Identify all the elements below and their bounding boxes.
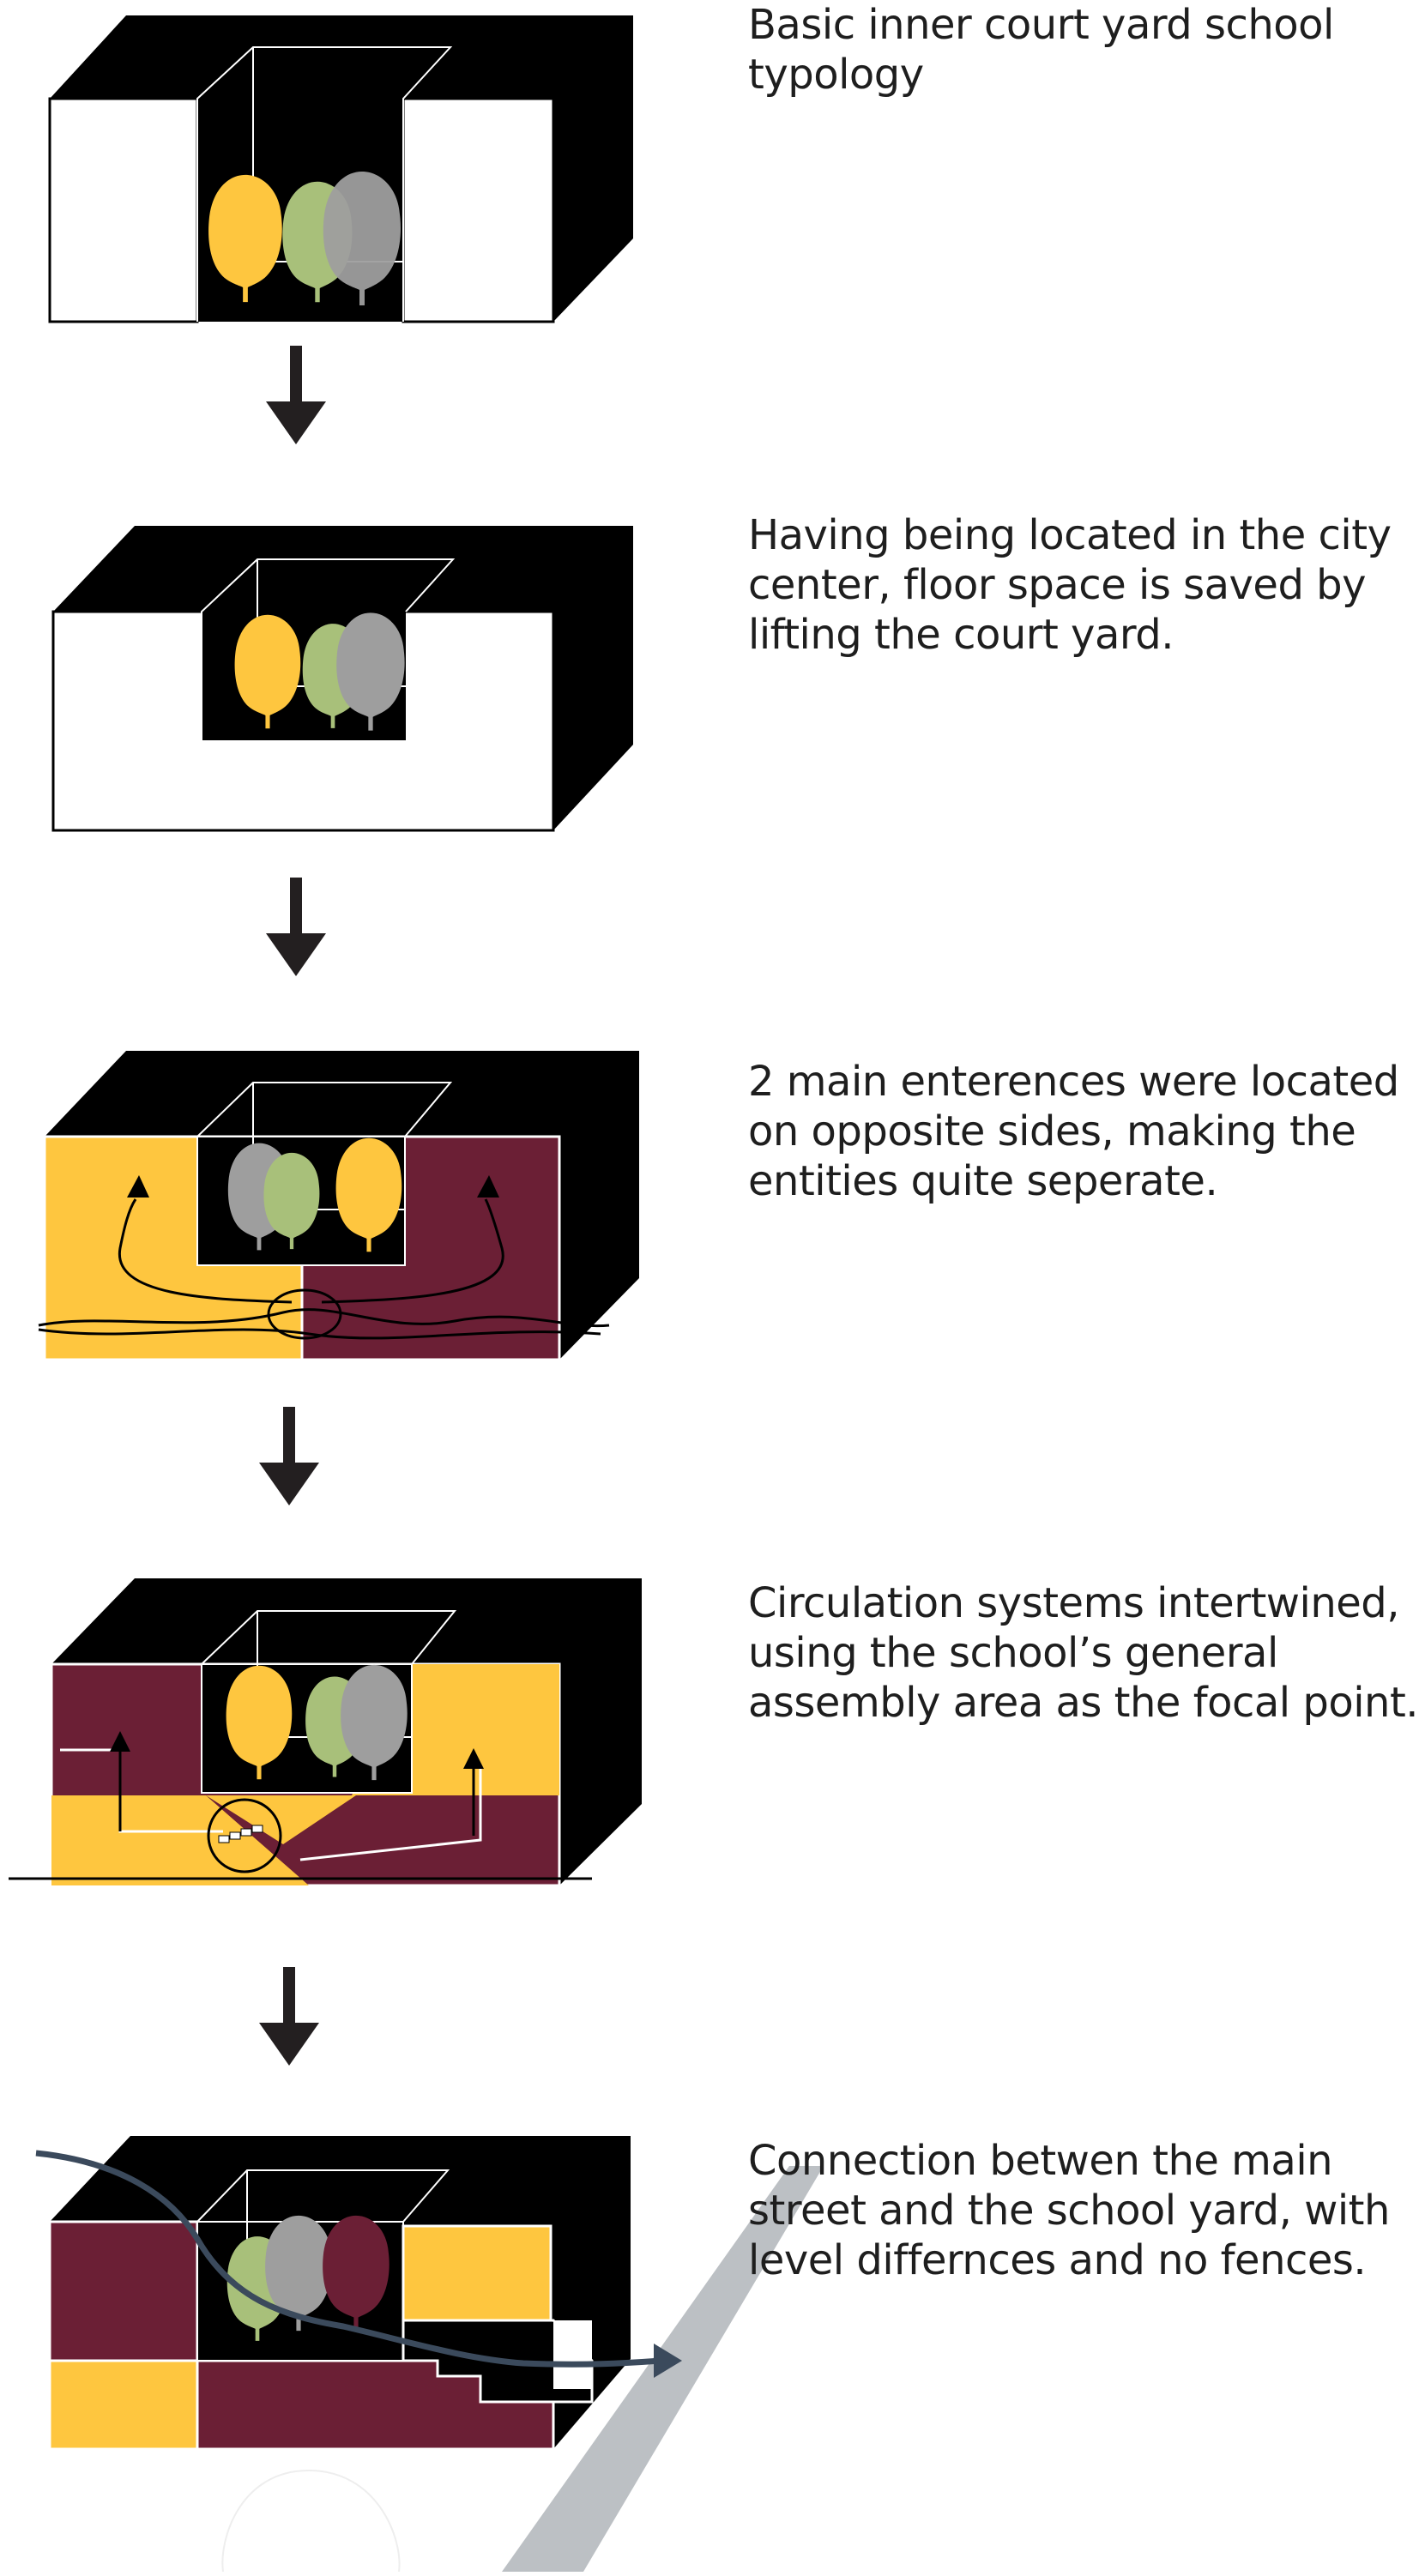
step-5-caption: Connection betwen the main street and th… [748, 2136, 1417, 2285]
step-3-line-3: entities quite seperate. [748, 1157, 1218, 1205]
step-4-line-3: assembly area as the focal point. [748, 1679, 1419, 1727]
step-1-line-2: typology [748, 51, 924, 99]
circulation-arrow-left [110, 1731, 130, 1752]
street-arrow-head [654, 2344, 682, 2378]
step-3-caption: 2 main enterences were located on opposi… [748, 1057, 1417, 1206]
block-1-right-face [402, 97, 555, 323]
step-2-caption: Having being located in the city center,… [748, 510, 1417, 660]
step-4-diagram [9, 1578, 642, 1887]
zone-yellow-5-left [48, 2359, 199, 2451]
entrance-arrow-left [127, 1175, 149, 1198]
step-2-line-2: center, floor space is saved by [748, 561, 1367, 609]
step-4-caption: Circulation systems intertwined, using t… [748, 1578, 1419, 1728]
step-5-diagram [35, 2136, 824, 2573]
zone-yellow-lower [51, 1795, 309, 1885]
step-1-line-1: Basic inner court yard school [748, 1, 1334, 49]
step-2-line-3: lifting the court yard. [748, 611, 1174, 659]
block-1-left-face [48, 97, 199, 323]
zone-yellow-5-upper [402, 2224, 553, 2322]
step-1-caption: Basic inner court yard school typology [748, 0, 1417, 100]
assembly-focal-point [207, 1798, 282, 1873]
step-3-diagram [38, 1051, 639, 1361]
street-connection-path [35, 2150, 661, 2368]
zone-maroon-5-left [48, 2220, 199, 2362]
step-1-diagram [48, 15, 633, 323]
arrow-1 [266, 346, 326, 444]
entrance-arrow-right [477, 1175, 499, 1198]
step-5-line-3: level differnces and no fences. [748, 2236, 1367, 2284]
step-4-line-1: Circulation systems intertwined, [748, 1579, 1400, 1627]
arrow-3 [259, 1407, 319, 1505]
circulation-arrow-right [463, 1748, 484, 1769]
arrow-4 [259, 1967, 319, 2066]
ground-ghost-tree [221, 2469, 401, 2573]
block-1-court-outline [196, 46, 453, 322]
step-5-line-1: Connection betwen the main [748, 2137, 1333, 2185]
step-5-line-2: street and the school yard, with [748, 2187, 1390, 2235]
step-2-diagram [51, 526, 633, 832]
arrow-2 [266, 878, 326, 976]
step-3-line-1: 2 main enterences were located [748, 1058, 1399, 1106]
step-3-line-2: on opposite sides, making the [748, 1107, 1356, 1155]
step-4-line-2: using the school’s general [748, 1629, 1278, 1677]
step-2-line-1: Having being located in the city [748, 511, 1392, 559]
entrance-node [267, 1288, 342, 1340]
